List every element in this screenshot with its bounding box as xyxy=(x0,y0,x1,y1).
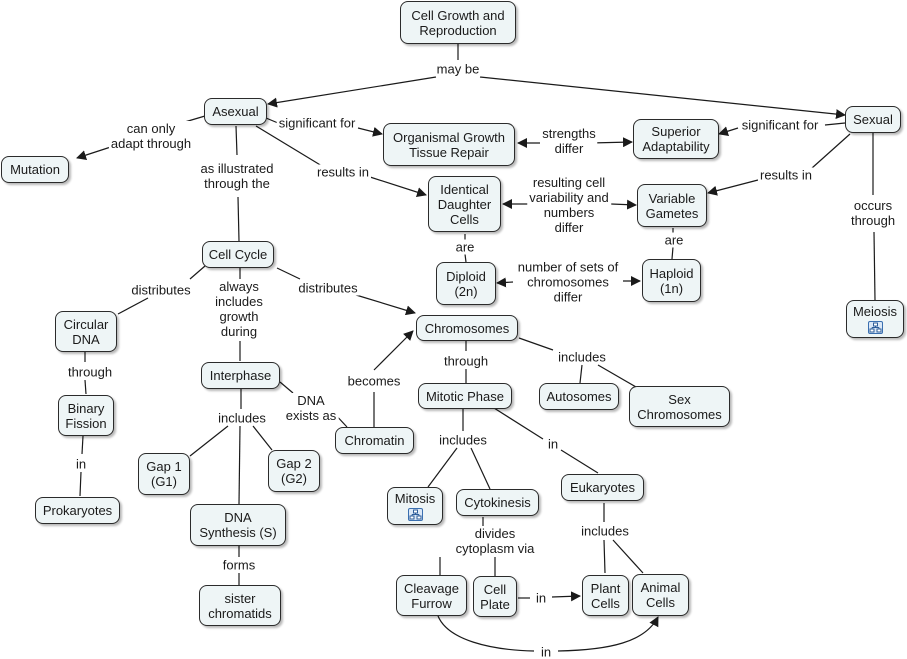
node-meiosis[interactable]: Meiosis xyxy=(846,300,904,338)
node-chromatin[interactable]: Chromatin xyxy=(335,427,414,454)
link-strengths-differ: strengths differ xyxy=(540,126,598,156)
link-number-of-sets: number of sets of chromosomes differ xyxy=(515,259,621,305)
link-includes-chromosomes: includes xyxy=(556,349,608,365)
node-diploid[interactable]: Diploid (2n) xyxy=(436,262,496,305)
link-in-prokaryotes: in xyxy=(73,456,89,472)
link-forms: forms xyxy=(220,557,258,573)
node-autosomes[interactable]: Autosomes xyxy=(539,383,619,410)
node-prokaryotes[interactable]: Prokaryotes xyxy=(35,497,120,524)
node-mitosis[interactable]: Mitosis xyxy=(387,487,443,525)
node-meiosis-label: Meiosis xyxy=(852,304,898,319)
node-gap-1[interactable]: Gap 1 (G1) xyxy=(138,453,190,495)
link-through-chromosomes: through xyxy=(441,353,491,369)
link-may-be: may be xyxy=(434,61,482,77)
node-mutation[interactable]: Mutation xyxy=(1,156,69,183)
link-includes-eukaryotes: includes xyxy=(579,523,631,539)
link-distributes-chromosomes: distributes xyxy=(296,280,360,296)
node-dna-synthesis[interactable]: DNA Synthesis (S) xyxy=(190,504,286,546)
link-in-cell-plate: in xyxy=(533,590,549,606)
node-cell-plate[interactable]: Cell Plate xyxy=(473,576,517,617)
node-sexual[interactable]: Sexual xyxy=(845,106,901,133)
node-asexual[interactable]: Asexual xyxy=(204,98,267,125)
link-through-circular: through xyxy=(65,364,115,380)
link-divides-cytoplasm: divides cytoplasm via xyxy=(453,526,537,556)
link-significant-for-asexual: significant for xyxy=(276,115,358,131)
link-results-in-asexual: results in xyxy=(314,164,372,180)
link-distributes-circular: distributes xyxy=(129,282,193,298)
node-identical-daughter-cells[interactable]: Identical Daughter Cells xyxy=(428,176,501,232)
link-are-variable: are xyxy=(662,232,686,248)
link-occurs-through: occurs through xyxy=(848,198,898,228)
link-includes-mitotic: includes xyxy=(437,432,489,448)
node-superior-adaptability[interactable]: Superior Adaptability xyxy=(633,119,719,159)
node-sex-chromosomes[interactable]: Sex Chromosomes xyxy=(629,386,730,427)
node-cleavage-furrow[interactable]: Cleavage Furrow xyxy=(396,575,467,616)
link-always-includes: always includes growth during xyxy=(213,279,265,339)
node-sister-chromatids[interactable]: sister chromatids xyxy=(199,585,281,626)
link-can-only-adapt: can only adapt through xyxy=(108,121,194,151)
node-mitotic-phase[interactable]: Mitotic Phase xyxy=(418,383,512,409)
node-haploid[interactable]: Haploid (1n) xyxy=(642,259,701,302)
node-mitosis-label: Mitosis xyxy=(394,491,436,506)
node-variable-gametes[interactable]: Variable Gametes xyxy=(637,184,707,227)
node-circular-dna[interactable]: Circular DNA xyxy=(55,311,117,352)
node-eukaryotes[interactable]: Eukaryotes xyxy=(561,474,644,501)
concept-map-link-icon[interactable] xyxy=(867,321,883,334)
link-resulting-variability: resulting cell variability and numbers d… xyxy=(527,175,611,235)
node-interphase[interactable]: Interphase xyxy=(201,362,280,389)
node-organismal-growth[interactable]: Organismal Growth Tissue Repair xyxy=(383,123,515,166)
link-are-identical: are xyxy=(453,239,477,255)
node-cytokinesis[interactable]: Cytokinesis xyxy=(456,489,539,516)
node-chromosomes[interactable]: Chromosomes xyxy=(416,315,518,341)
node-gap-2[interactable]: Gap 2 (G2) xyxy=(268,450,320,492)
link-significant-for-sexual: significant for xyxy=(739,117,821,133)
node-animal-cells[interactable]: Animal Cells xyxy=(632,574,689,616)
link-in-eukaryotes: in xyxy=(545,436,561,452)
node-cell-growth[interactable]: Cell Growth and Reproduction xyxy=(400,1,516,44)
link-in-cleavage-furrow: in xyxy=(538,644,554,659)
link-as-illustrated: as illustrated through the xyxy=(198,161,276,191)
link-dna-exists-as: DNA exists as xyxy=(283,393,339,423)
node-cell-cycle[interactable]: Cell Cycle xyxy=(202,241,274,268)
node-binary-fission[interactable]: Binary Fission xyxy=(58,395,114,436)
concept-map-link-icon[interactable] xyxy=(407,508,423,521)
link-becomes: becomes xyxy=(345,373,403,389)
link-results-in-sexual: results in xyxy=(757,167,815,183)
node-plant-cells[interactable]: Plant Cells xyxy=(582,575,629,616)
link-includes-interphase: includes xyxy=(216,410,268,426)
